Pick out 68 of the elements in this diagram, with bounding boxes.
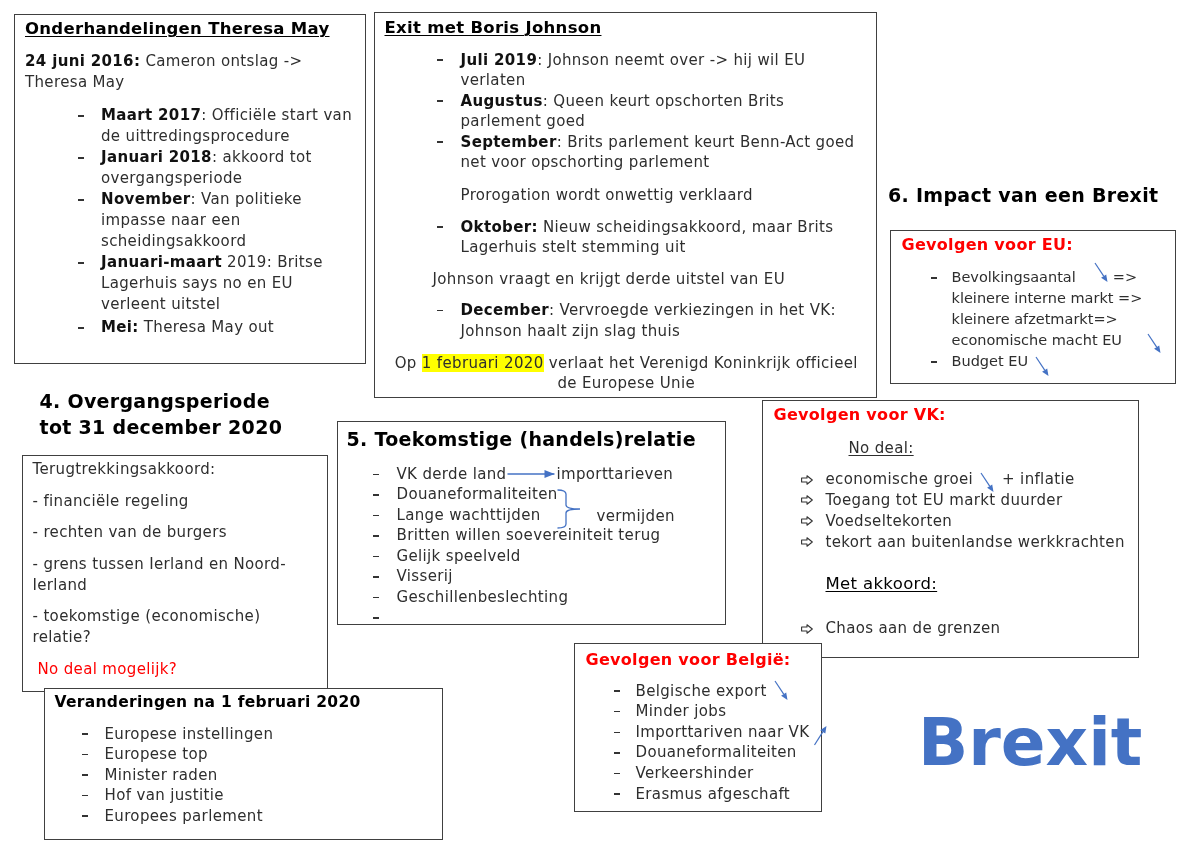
paragraph: - financiële regeling — [32, 490, 190, 512]
paragraph: 24 juni 2016: Cameron ontslag -> Theresa May — [25, 51, 304, 93]
list-item-text: November: Van politieke impasse naar een scheidingsakkoord — [101, 189, 303, 252]
paragraph: - toekomstige (economische) relatie? — [32, 606, 262, 648]
paragraph: - grens tussen Ierland en Noord-Ierland — [32, 553, 287, 596]
list-item-text: + inflatie — [1002, 469, 1075, 491]
list-item-text: economische groei — [825, 469, 974, 491]
paragraph: No deal mogelijk? — [37, 659, 179, 680]
list-item-text: Voedseltekorten — [825, 510, 953, 532]
list-item-text: December: Vervroegde verkiezingen in het VK: Johnson haalt zijn slag thuis — [460, 300, 837, 341]
list-item-text: Douaneformaliteiten — [635, 742, 797, 763]
info-box — [14, 14, 366, 364]
text-label: importtarieven — [556, 463, 674, 485]
title: Brexit — [918, 710, 1143, 776]
list-item-text: tekort aan buitenlandse werkkrachten — [825, 531, 1125, 553]
list-item-text: September: Brits parlement keurt Benn-Act goed net voor opschorting parlement — [460, 131, 856, 173]
list-item-text: Maart 2017: Officiële start van de uittredingsprocedure — [101, 105, 353, 147]
list-item-text: => — [1112, 268, 1138, 287]
paragraph: - rechten van de burgers — [32, 522, 228, 543]
section-heading: Veranderingen na 1 februari 2020 — [54, 692, 362, 713]
subheading: Met akkoord: — [825, 573, 939, 596]
section-heading: 6. Impact van een Brexit — [888, 183, 1159, 207]
list-item-text: Douaneformaliteiten — [396, 484, 558, 505]
list-item-text: Lange wachttijden — [396, 504, 541, 526]
list-item-text: Mei: Theresa May out — [101, 317, 275, 338]
subheading: No deal: — [848, 437, 915, 459]
arrow — [506, 470, 556, 478]
section-heading: Exit met Boris Johnson — [384, 18, 603, 39]
list-item-text: Europese instellingen — [104, 723, 274, 744]
list-item-text: Verkeershinder — [635, 762, 754, 784]
info-box — [337, 421, 726, 625]
list-item-text: Chaos aan de grenzen — [825, 618, 1001, 639]
subheading: Gevolgen voor België: — [585, 650, 792, 671]
list-item-text: Europees parlement — [104, 805, 263, 826]
subheading: Gevolgen voor EU: — [901, 234, 1074, 255]
list-item-text: Minder jobs — [635, 701, 727, 722]
list-item-text: Europese top — [104, 744, 208, 765]
list-item-text: Hof van justitie — [104, 785, 224, 806]
section-heading: 4. Overgangsperiode tot 31 december 2020 — [39, 388, 284, 440]
list-item-text: Erasmus afgeschaft — [635, 783, 791, 805]
list-item-text: Januari-maart 2019: Britse Lagerhuis says no en EU verleent uitstel — [101, 252, 324, 315]
text-label: vermijden — [596, 505, 675, 526]
list-item-text: Belgische export — [635, 680, 767, 702]
list-item-text: kleinere interne markt => kleinere afzetmarkt=> economische macht EU — [951, 289, 1144, 350]
list-item-text: Oktober: Nieuw scheidingsakkoord, maar Brits Lagerhuis stelt stemming uit — [460, 216, 835, 258]
list-item-text: Juli 2019: Johnson neemt over -> hij wil EU verlaten — [460, 49, 807, 91]
list-item-text: Visserij — [396, 566, 453, 587]
section-heading: Onderhandelingen Theresa May — [25, 18, 331, 39]
list-item-text: Geschillenbeslechting — [396, 586, 569, 608]
list-item-text: Bevolkingsaantal — [951, 268, 1076, 287]
list-item-text: Importtariven naar VK — [635, 721, 810, 743]
list-item-text: Gelijk speelveld — [396, 545, 521, 567]
list-item-text: Budget EU — [951, 352, 1029, 371]
info-box — [44, 688, 443, 840]
list-item-text: Toegang tot EU markt duurder — [825, 490, 1063, 511]
subheading: Gevolgen voor VK: — [773, 405, 947, 426]
section-heading: 5. Toekomstige (handels)relatie — [346, 427, 697, 451]
info-box — [890, 230, 1176, 384]
info-box — [374, 12, 877, 398]
paragraph: Johnson vraagt en krijgt derde uitstel van EU — [432, 269, 786, 290]
list-item-text: Britten willen soevereiniteit terug — [396, 525, 661, 546]
paragraph: Terugtrekkingsakkoord: — [32, 459, 217, 480]
list-item-text: VK derde land — [396, 463, 507, 485]
list-item-text: Minister raden — [104, 764, 218, 785]
list-item-text: Januari 2018: akkoord tot overgangsperiode — [101, 147, 313, 189]
paragraph: Op 1 februari 2020 verlaat het Verenigd Koninkrijk officieel de Europese Unie — [393, 352, 859, 394]
paragraph: Prorogation wordt onwettig verklaard — [460, 185, 754, 206]
list-item-text: Augustus: Queen keurt opschorten Brits parlement goed — [460, 90, 786, 132]
